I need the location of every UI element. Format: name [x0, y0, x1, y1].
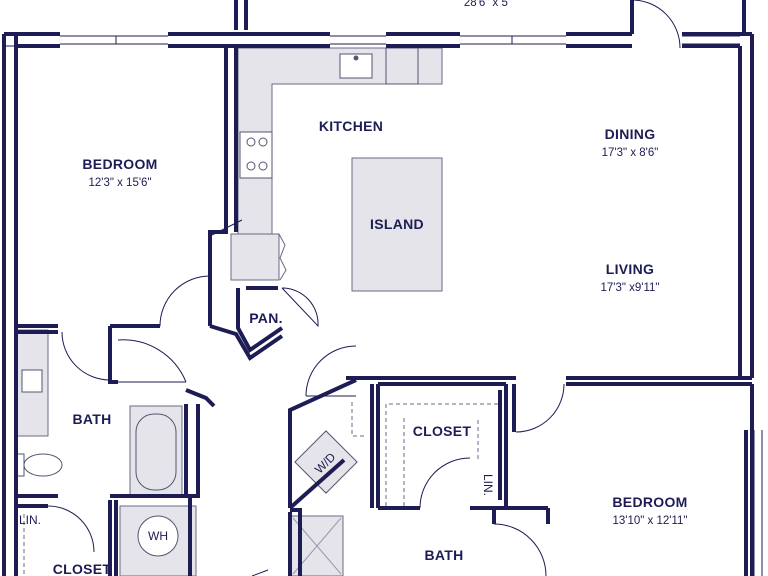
- top-room-dims: 28'6" x 5': [464, 0, 510, 9]
- fridge-door: [278, 233, 287, 281]
- pantry-label: PAN.: [249, 310, 283, 326]
- closet-2-label: CLOSET: [413, 423, 472, 439]
- bath-2-label: BATH: [424, 547, 463, 563]
- closet-shelves: [23, 402, 498, 576]
- water-heater-label: WH: [148, 529, 168, 543]
- kitchen-counter: [230, 47, 443, 281]
- dining-label: DINING: [605, 126, 656, 142]
- kitchen-sink: [339, 53, 373, 79]
- bathtub: [129, 405, 183, 497]
- linen-1-label: LIN.: [19, 513, 41, 527]
- bedroom-2-label: BEDROOM: [612, 494, 687, 510]
- bedroom-1-label: BEDROOM: [82, 156, 157, 172]
- washer-dryer: [294, 430, 358, 494]
- door-swings: [47, 0, 681, 576]
- dishwasher: [385, 47, 419, 85]
- island-label: ISLAND: [370, 216, 424, 232]
- walls: [2, 0, 754, 576]
- toilet: [15, 453, 63, 477]
- windows: [4, 35, 763, 576]
- bath-vanity: [15, 329, 49, 437]
- closet-1-label: CLOSET: [53, 561, 112, 576]
- kitchen-label: KITCHEN: [319, 118, 383, 134]
- living-label: LIVING: [606, 261, 654, 277]
- dining-dims: 17'3" x 8'6": [602, 147, 659, 159]
- living-dims: 17'3" x9'11": [600, 282, 659, 294]
- stove: [239, 131, 273, 179]
- water-heater-closet: [119, 505, 197, 576]
- bath-1-label: BATH: [72, 411, 111, 427]
- linen-2-label: LIN.: [481, 474, 495, 496]
- bedroom-1-dims: 12'3" x 15'6": [88, 177, 151, 189]
- kitchen-island: [351, 157, 443, 292]
- bedroom-2-dims: 13'10" x 12'11": [612, 515, 687, 527]
